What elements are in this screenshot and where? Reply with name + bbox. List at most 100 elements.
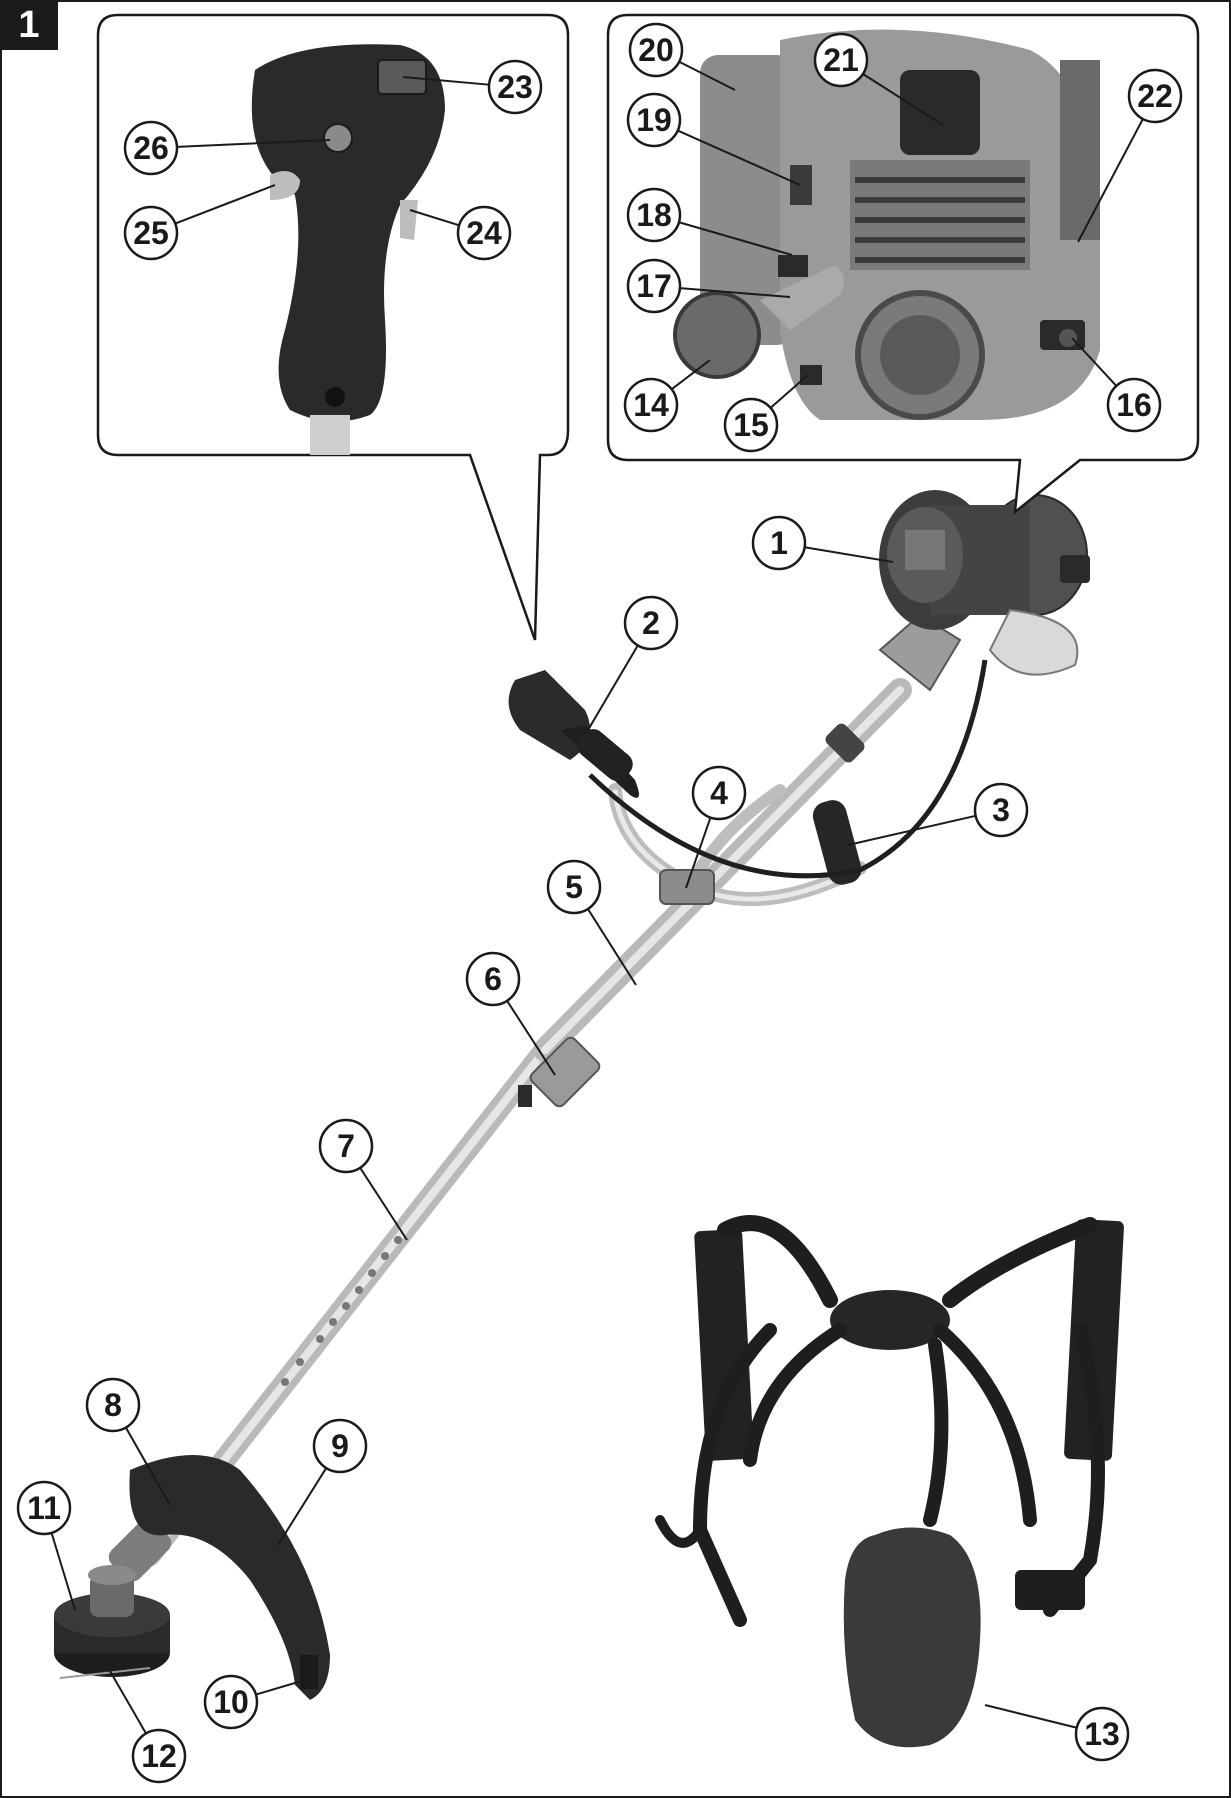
callout-leader-21: [862, 73, 944, 126]
callout-leader-15: [769, 374, 809, 409]
shaft-adjust-holes: [281, 1236, 402, 1386]
callout-leader-19: [677, 129, 801, 186]
cooling-grille: [850, 160, 1030, 270]
shaft-coupling: [518, 1036, 601, 1108]
callout-circle-4: [691, 765, 747, 821]
choke-lever: [778, 255, 808, 277]
starter-handle: [760, 265, 844, 330]
cutting-guard: [129, 1455, 330, 1700]
callout-label-19: 19: [636, 102, 672, 138]
callout-circle-9: [312, 1418, 368, 1474]
callout-label-10: 10: [213, 1684, 249, 1720]
throttle-lock-lever: [270, 171, 300, 200]
callout-circle-11: [16, 1480, 72, 1536]
cutting-line: [59, 1667, 151, 1679]
callout-circle-13: [1074, 1706, 1130, 1762]
throttle-handle: [508, 670, 639, 798]
callout-circle-10: [203, 1674, 259, 1730]
callout-leader-20: [678, 60, 736, 91]
engine-closeup: [673, 29, 1100, 420]
callout-label-11: 11: [27, 1490, 61, 1526]
callout-leader-23: [402, 76, 490, 86]
callout-leader-18: [678, 221, 793, 256]
callout-label-9: 9: [331, 1428, 349, 1464]
callout-label-14: 14: [633, 387, 669, 423]
callout-leader-6: [506, 1000, 556, 1076]
fuel-tank-cap: [673, 291, 761, 379]
trimmer-head-assembly: [54, 1518, 172, 1679]
callout-leader-8: [125, 1427, 171, 1506]
callout-leader-17: [679, 287, 791, 298]
callout-circle-8: [85, 1377, 141, 1433]
callout-circle-19: [626, 92, 682, 148]
callout-label-21: 21: [823, 42, 859, 78]
callout-circle-17: [626, 258, 682, 314]
callout-circle-20: [628, 22, 684, 78]
callout-circle-12: [131, 1728, 187, 1784]
callout-circle-7: [318, 1118, 374, 1174]
callout-leader-5: [587, 908, 637, 986]
callout-leader-14: [671, 359, 711, 391]
callout-label-17: 17: [636, 268, 672, 304]
callout-leader-9: [277, 1467, 328, 1546]
callout-circle-5: [546, 859, 602, 915]
callout-circle-18: [626, 187, 682, 243]
throttle-grip-closeup: [251, 44, 445, 422]
spark-plug-opening: [900, 70, 980, 155]
callout-label-2: 2: [642, 605, 660, 641]
callout-label-5: 5: [565, 869, 583, 905]
callout-label-1: 1: [770, 525, 788, 561]
callout-label-18: 18: [636, 197, 672, 233]
on-off-switch: [377, 59, 427, 95]
callout-label-13: 13: [1084, 1716, 1120, 1752]
callout-label-8: 8: [104, 1387, 122, 1423]
callout-circle-22: [1127, 68, 1183, 124]
callout-circle-25: [123, 205, 179, 261]
throttle-trigger: [400, 200, 418, 240]
callout-leader-13: [984, 1704, 1078, 1729]
callout-circle-6: [465, 951, 521, 1007]
callout-leader-11: [50, 1532, 76, 1611]
callout-leader-7: [359, 1167, 408, 1241]
callout-label-23: 23: [497, 69, 533, 105]
callout-leader-4: [685, 817, 712, 889]
right-grip: [812, 800, 862, 885]
callout-leader-24: [409, 209, 460, 227]
callout-label-25: 25: [133, 215, 169, 251]
callout-leader-12: [109, 1670, 147, 1734]
callout-leader-lines: [50, 60, 1144, 1734]
callout-leader-3: [847, 814, 976, 846]
callout-leader-2: [587, 644, 639, 731]
figure-number-badge: 1: [0, 0, 58, 50]
callout-label-20: 20: [638, 32, 674, 68]
handle-detail-inset: [96, 13, 570, 641]
callout-circle-3: [973, 782, 1029, 838]
callout-circle-21: [813, 32, 869, 88]
callout-circle-2: [623, 595, 679, 651]
air-filter-cover: [790, 165, 812, 205]
callout-leader-16: [1071, 337, 1118, 387]
callout-label-26: 26: [133, 130, 169, 166]
engine-detail-inset: [606, 13, 1200, 515]
lock-button: [323, 123, 353, 153]
callout-label-22: 22: [1137, 78, 1173, 114]
callout-label-4: 4: [710, 775, 728, 811]
callout-leader-22: [1077, 118, 1144, 243]
shoulder-harness: [655, 1215, 1124, 1748]
callout-circle-1: [751, 515, 807, 571]
callout-circle-15: [723, 397, 779, 453]
callout-circle-14: [623, 377, 679, 433]
callout-label-12: 12: [141, 1738, 177, 1774]
callout-circle-26: [123, 120, 179, 176]
callout-leader-26: [176, 139, 331, 148]
callout-leader-25: [174, 184, 276, 225]
callout-label-15: 15: [733, 407, 769, 443]
callout-label-24: 24: [466, 215, 502, 251]
trimmer-illustration: [54, 490, 1124, 1748]
callout-leader-1: [804, 546, 894, 563]
shaft-loop-clamp: [825, 723, 865, 763]
callout-label-6: 6: [484, 961, 502, 997]
